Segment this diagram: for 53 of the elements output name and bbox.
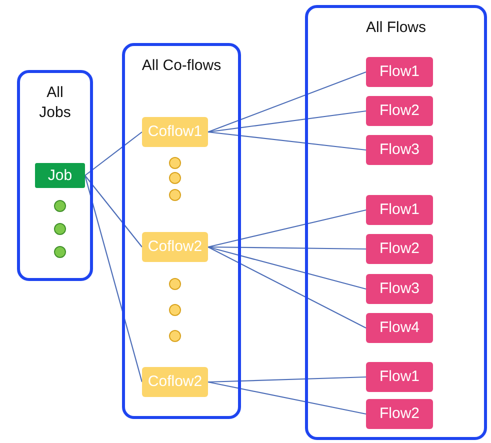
box-label: Coflow2 [148, 238, 202, 256]
flow-box [366, 57, 433, 87]
group-panel [17, 70, 93, 281]
circle-dot [169, 304, 181, 316]
box-label: Coflow1 [148, 123, 202, 141]
box-label: Flow1 [379, 201, 420, 219]
circle-dot [169, 330, 181, 342]
box-label: Flow4 [379, 319, 420, 337]
coflow-box [142, 367, 208, 397]
coflow-box [142, 232, 208, 262]
flow-box [366, 362, 433, 392]
connector-line [208, 131, 366, 151]
connector-line [208, 246, 366, 328]
box-label: Coflow2 [148, 373, 202, 391]
box-label: Flow2 [379, 240, 420, 258]
group-panel [122, 43, 241, 419]
job-box [35, 163, 85, 188]
flow-box [366, 399, 433, 429]
circle-dot [54, 223, 66, 235]
connector-line [208, 246, 366, 290]
circle-dot [54, 200, 66, 212]
box-label: Job [48, 166, 72, 184]
flow-box [366, 135, 433, 165]
flow-box [366, 313, 433, 343]
flow-box [366, 274, 433, 304]
flow-box [366, 195, 433, 225]
connector-line [208, 209, 366, 248]
connector-line [84, 175, 142, 248]
circle-dot [54, 246, 66, 258]
circle-dot [169, 278, 181, 290]
box-label: Flow3 [379, 141, 420, 159]
group-title: All Flows [364, 18, 427, 38]
connector-line [84, 132, 142, 176]
flow-box [366, 234, 433, 264]
box-label: Flow1 [379, 368, 420, 386]
circle-dot [169, 189, 181, 201]
circle-dot [169, 157, 181, 169]
connector-line [208, 110, 366, 133]
group-title: All Co-flows [140, 56, 222, 76]
box-label: Flow2 [379, 405, 420, 423]
connector-line [208, 376, 366, 383]
box-label: Flow1 [379, 63, 420, 81]
connector-line [208, 71, 366, 133]
flow-box [366, 96, 433, 126]
group-title: All Jobs [38, 83, 72, 123]
connector-line [208, 381, 366, 415]
circle-dot [169, 172, 181, 184]
group-panel [305, 5, 487, 440]
coflow-box [142, 117, 208, 147]
connector-line [208, 246, 366, 250]
box-label: Flow3 [379, 280, 420, 298]
box-label: Flow2 [379, 102, 420, 120]
connector-line [84, 175, 143, 382]
